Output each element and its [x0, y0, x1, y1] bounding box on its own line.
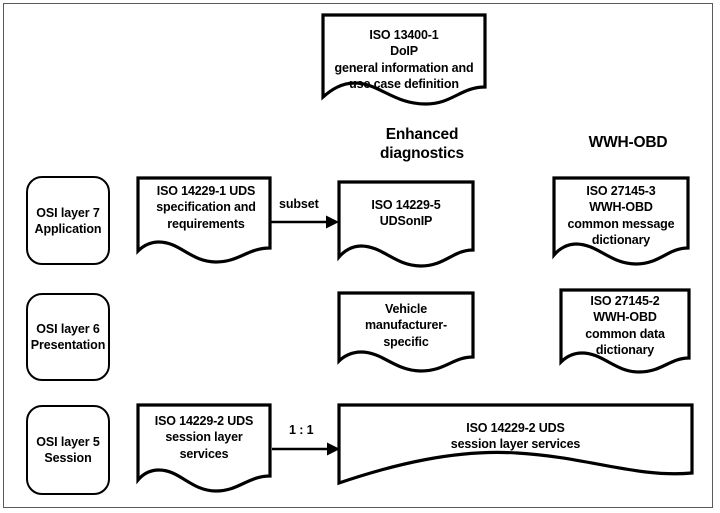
document-label: ISO 14229-1 UDS specification and requir…: [156, 184, 256, 231]
connector-subset: [270, 196, 340, 232]
document-iso-14229-5-udsonip: ISO 14229-5 UDSonIP: [337, 180, 475, 268]
document-label: ISO 13400-1 DoIP general information and…: [334, 28, 474, 91]
connector-one-to-one: [272, 420, 342, 458]
document-shape-icon: [136, 176, 272, 264]
document-label: ISO 27145-2 WWH-OBD common data dictiona…: [585, 294, 665, 357]
document-shape-icon: [337, 180, 475, 268]
osi-layer-6-box: OSI layer 6 Presentation: [26, 293, 110, 381]
document-iso-27145-2-wwh-obd: ISO 27145-2 WWH-OBD common data dictiona…: [559, 288, 691, 374]
document-iso-13400-1: ISO 13400-1 DoIP general information and…: [321, 13, 487, 106]
document-label: Vehicle manufacturer- specific: [364, 302, 448, 349]
document-vehicle-manufacturer-specific: Vehicle manufacturer- specific: [337, 291, 475, 373]
document-label: ISO 14229-2 UDS session layer services: [450, 421, 581, 452]
document-shape-icon: [337, 403, 694, 486]
osi-layer-7-label: OSI layer 7 Application: [34, 205, 102, 236]
document-shape-icon: [321, 13, 487, 106]
document-iso-27145-3-wwh-obd: ISO 27145-3 WWH-OBD common message dicti…: [552, 176, 690, 266]
arrow-right-icon: [270, 215, 339, 229]
document-shape-icon: [337, 291, 475, 373]
document-shape-icon: [559, 288, 691, 374]
document-label: ISO 14229-2 UDS session layer services: [154, 414, 254, 461]
connector-one-to-one-label: 1 : 1: [289, 423, 314, 437]
arrow-right-icon: [272, 442, 340, 456]
document-iso-14229-2-session-left: ISO 14229-2 UDS session layer services: [136, 403, 272, 493]
connector-subset-label: subset: [279, 197, 319, 211]
osi-layer-6-label: OSI layer 6 Presentation: [30, 322, 106, 352]
osi-layer-7-box: OSI layer 7 Application: [26, 176, 110, 265]
document-label: ISO 27145-3 WWH-OBD common message dicti…: [567, 184, 675, 247]
column-title-wwh-obd: WWH-OBD: [588, 134, 668, 151]
document-shape-icon: [136, 403, 272, 493]
document-iso-14229-2-session-wide: ISO 14229-2 UDS session layer services: [337, 403, 694, 496]
osi-layer-5-box: OSI layer 5 Session: [26, 405, 110, 495]
document-label: ISO 14229-5 UDSonIP: [371, 198, 441, 229]
document-iso-14229-1-uds: ISO 14229-1 UDS specification and requir…: [136, 176, 272, 264]
column-title-enhanced-diagnostics: Enhanced diagnostics: [380, 126, 464, 162]
document-shape-icon: [552, 176, 690, 266]
osi-layer-5-label: OSI layer 5 Session: [36, 435, 100, 465]
diagram-frame-border: [3, 3, 713, 508]
